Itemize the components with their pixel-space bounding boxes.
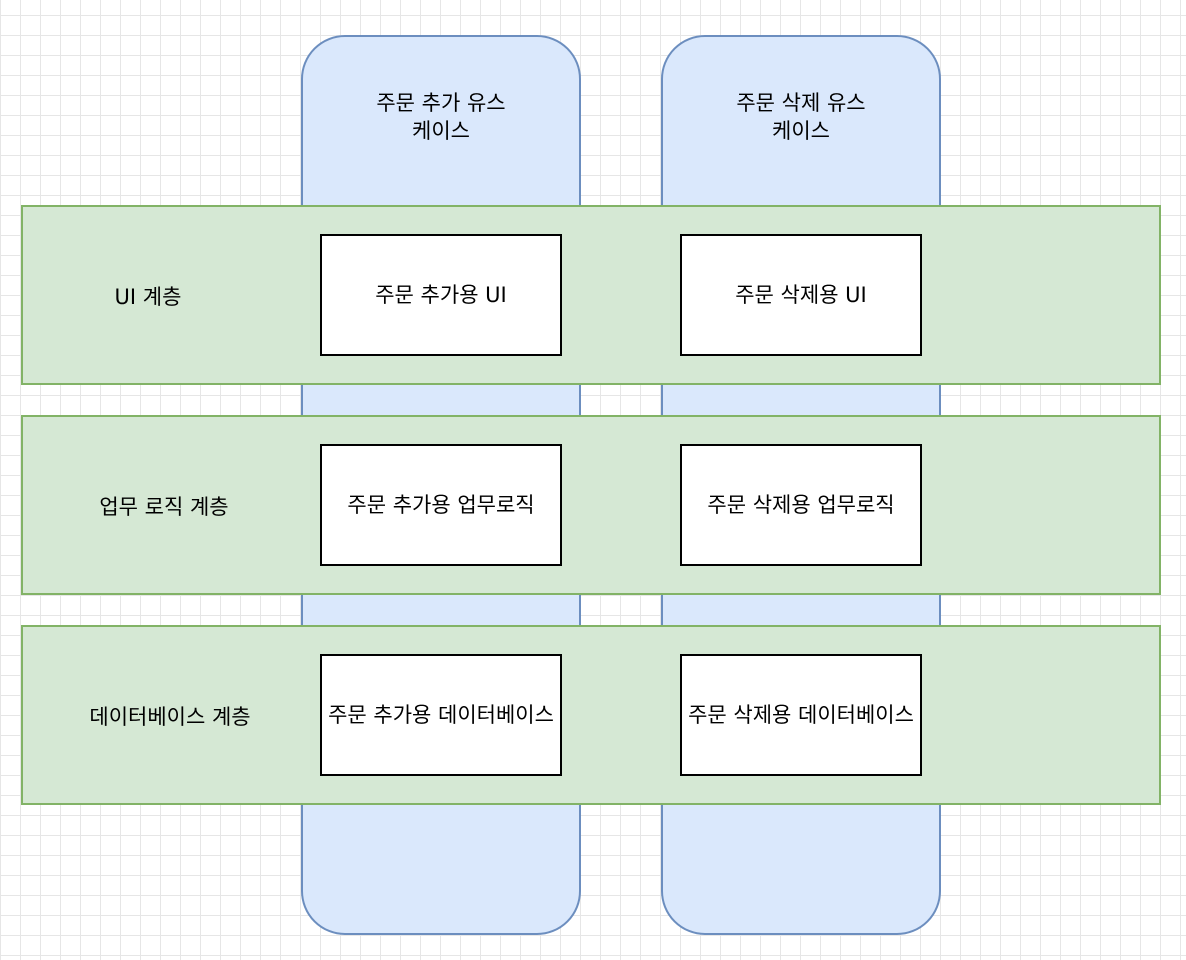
- module-add-ui[interactable]: 주문 추가용 UI: [320, 234, 562, 356]
- module-add-logic[interactable]: 주문 추가용 업무로직: [320, 444, 562, 566]
- usecase-add-order-title: 주문 추가 유스 케이스: [376, 91, 506, 143]
- layer-ui-label: UI 계층: [114, 285, 182, 309]
- layer-ui[interactable]: UI 계층: [21, 205, 1161, 385]
- module-add-db[interactable]: 주문 추가용 데이터베이스: [320, 654, 562, 776]
- usecase-delete-order-title: 주문 삭제 유스 케이스: [736, 91, 866, 143]
- layer-business-logic-label: 업무 로직 계층: [99, 495, 229, 519]
- module-delete-logic[interactable]: 주문 삭제용 업무로직: [680, 444, 922, 566]
- layer-database[interactable]: 데이터베이스 계층: [21, 625, 1161, 805]
- layer-database-label: 데이터베이스 계층: [89, 705, 251, 729]
- layer-business-logic[interactable]: 업무 로직 계층: [21, 415, 1161, 595]
- module-delete-db[interactable]: 주문 삭제용 데이터베이스: [680, 654, 922, 776]
- module-delete-ui[interactable]: 주문 삭제용 UI: [680, 234, 922, 356]
